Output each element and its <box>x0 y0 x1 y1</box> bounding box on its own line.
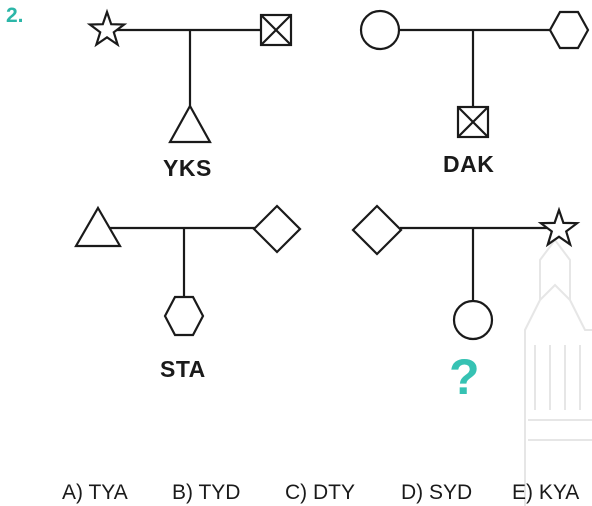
diamond-icon <box>252 204 302 254</box>
pedigree-diagram-1 <box>86 8 293 144</box>
option-d[interactable]: D) SYD <box>401 481 473 504</box>
diagram-2-code: DAK <box>443 151 495 177</box>
diagram-3-code: STA <box>160 356 206 382</box>
question-number: 2. <box>6 4 24 27</box>
hexagon-icon <box>548 10 590 50</box>
pedigree-diagram-4 <box>351 204 581 341</box>
option-a[interactable]: A) TYA <box>62 481 128 504</box>
hexagon-icon <box>163 295 205 337</box>
option-e[interactable]: E) KYA <box>512 481 580 504</box>
crossed-square-icon <box>259 13 293 47</box>
unknown-code-question-mark: ? <box>449 349 480 405</box>
diagram-1-code: YKS <box>163 155 212 181</box>
diamond-icon <box>351 204 403 256</box>
option-b[interactable]: B) TYD <box>172 481 241 504</box>
star-icon <box>86 8 128 48</box>
star-icon <box>537 206 581 248</box>
pedigree-diagram-2 <box>359 9 590 139</box>
triangle-icon <box>74 205 122 248</box>
circle-icon <box>359 9 401 51</box>
crossed-square-icon <box>456 105 490 139</box>
option-c[interactable]: C) DTY <box>285 481 355 504</box>
watermark-building-icon <box>524 238 592 506</box>
pedigree-diagram-3 <box>74 204 302 337</box>
circle-icon <box>452 299 494 341</box>
triangle-icon <box>168 103 212 144</box>
